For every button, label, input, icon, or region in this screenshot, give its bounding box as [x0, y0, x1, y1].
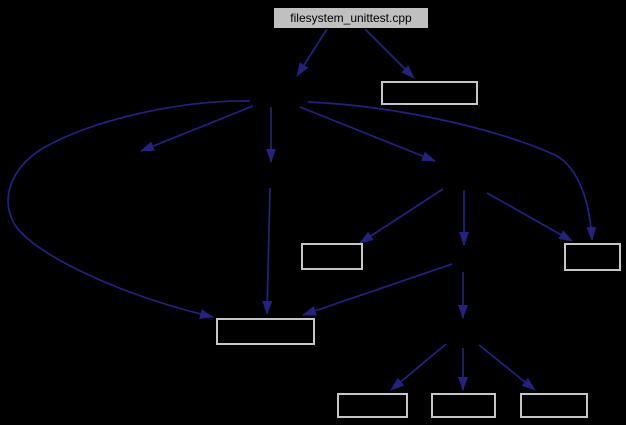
graph-node-root: filesystem_unittest.cpp — [273, 7, 429, 29]
dependency-arrow-hidden-g-to-box-left-wide — [302, 263, 453, 316]
dependency-arrow-hidden-f-to-box-bottom-right — [478, 344, 536, 391]
dependency-arrow-hidden-a-to-box-left-wide — [7, 100, 251, 319]
graph-node-box-top-right[interactable] — [381, 81, 478, 105]
graph-node-box-left-wide[interactable] — [216, 318, 315, 345]
graph-node-box-bottom-right[interactable] — [520, 393, 588, 418]
dependency-arrow-hidden-b-to-box-middle — [359, 188, 444, 244]
graph-node-box-right[interactable] — [564, 243, 621, 271]
dependency-arrow-hidden-d-to-box-left-wide — [262, 187, 273, 315]
dependency-arrow-hidden-f-to-box-bottom-left — [390, 343, 447, 391]
dependency-arrow-hidden-a-to-hidden-c — [140, 105, 254, 152]
graph-node-box-middle[interactable] — [301, 243, 363, 270]
graph-node-box-bottom-left[interactable] — [337, 393, 408, 418]
dependency-arrow-hidden-a-to-hidden-b — [299, 106, 436, 162]
dependency-arrow-hidden-b-to-box-right — [486, 192, 573, 242]
dependency-arrow-root-to-hidden-a — [296, 28, 328, 77]
dependency-arrow-root-to-box-top-right — [364, 28, 415, 79]
graph-node-box-bottom-mid[interactable] — [431, 393, 496, 418]
dependency-arrow-hidden-a-to-box-right — [307, 101, 597, 241]
